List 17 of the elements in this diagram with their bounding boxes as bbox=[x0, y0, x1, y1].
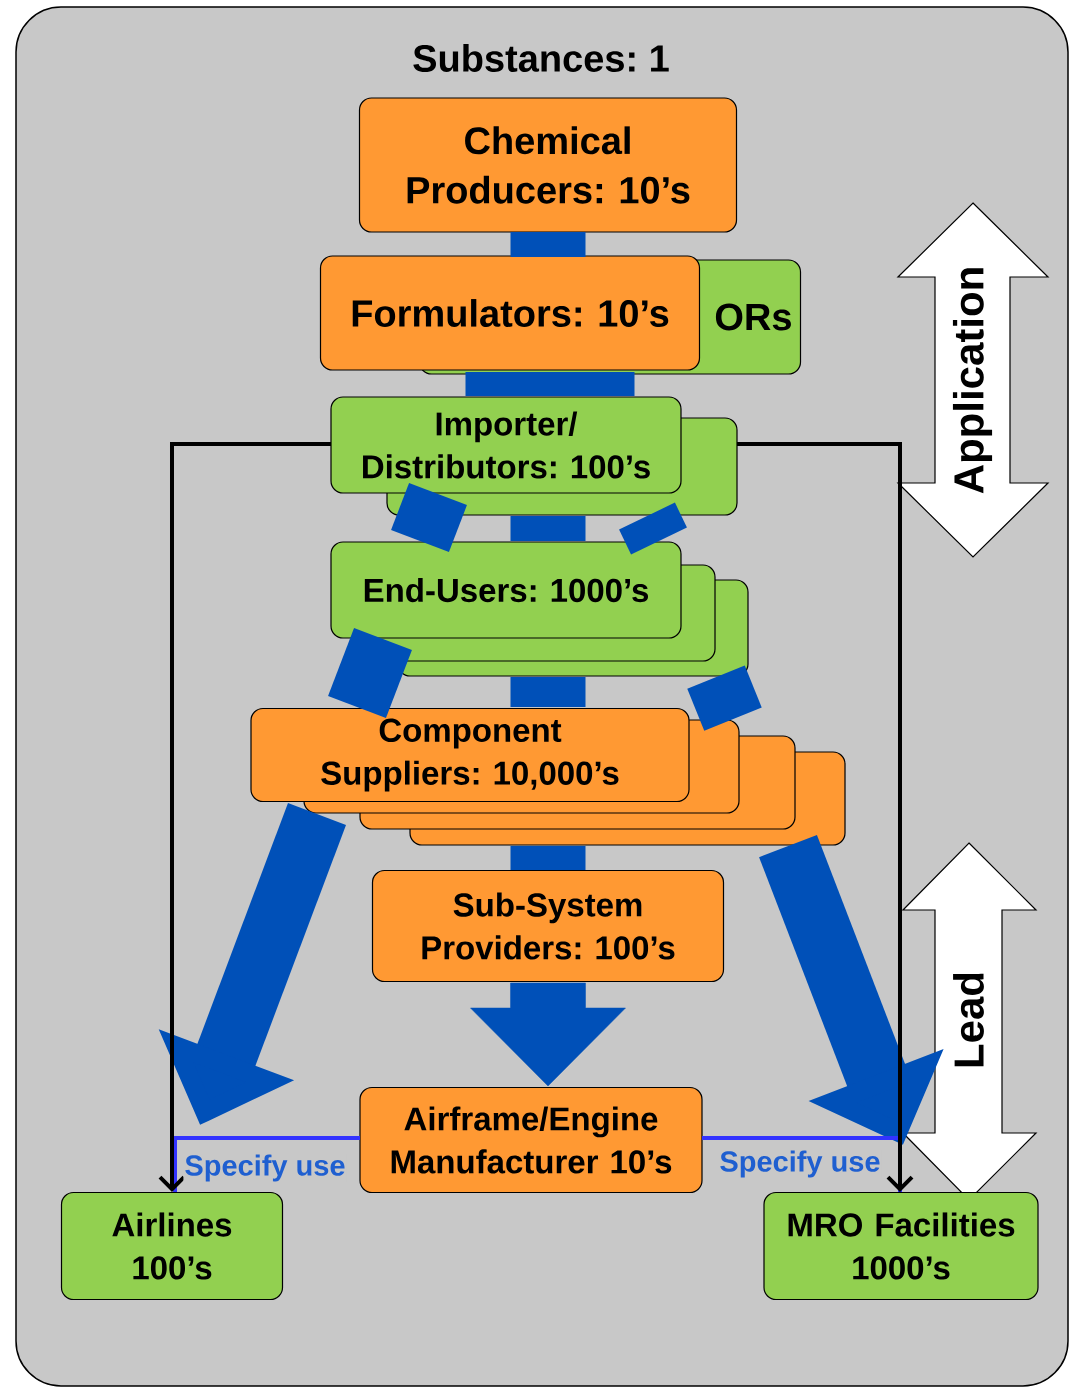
arrow-label: Application bbox=[952, 268, 993, 494]
supplier-box: Component Suppliers: 10,000’s bbox=[250, 707, 690, 803]
block-arrow bbox=[470, 982, 626, 1087]
arrow bbox=[158, 442, 331, 1192]
airline-box: Airlines 100’s bbox=[60, 1191, 284, 1301]
facility-box: MRO Facilities 1000’s bbox=[763, 1191, 1039, 1301]
arrow bbox=[737, 442, 914, 1192]
title: Substances: 1 bbox=[413, 44, 669, 72]
formulator-box: Formulators: 10’s bbox=[319, 255, 701, 371]
provider-box: Sub-System Providers: 100’s bbox=[371, 869, 725, 983]
manufacturer-box: Airframe/Engine Manufacturer 10’s bbox=[359, 1086, 703, 1194]
producer-box: Chemical Producers: 10’s bbox=[358, 97, 738, 233]
edge-label: Specify use bbox=[718, 1149, 882, 1179]
distributor-box: Importer/ Distributors: 100’s bbox=[330, 396, 682, 494]
connector-line bbox=[173, 1136, 360, 1192]
arrow-label: Lead bbox=[953, 973, 984, 1067]
edge-label: Specify use bbox=[183, 1153, 347, 1183]
